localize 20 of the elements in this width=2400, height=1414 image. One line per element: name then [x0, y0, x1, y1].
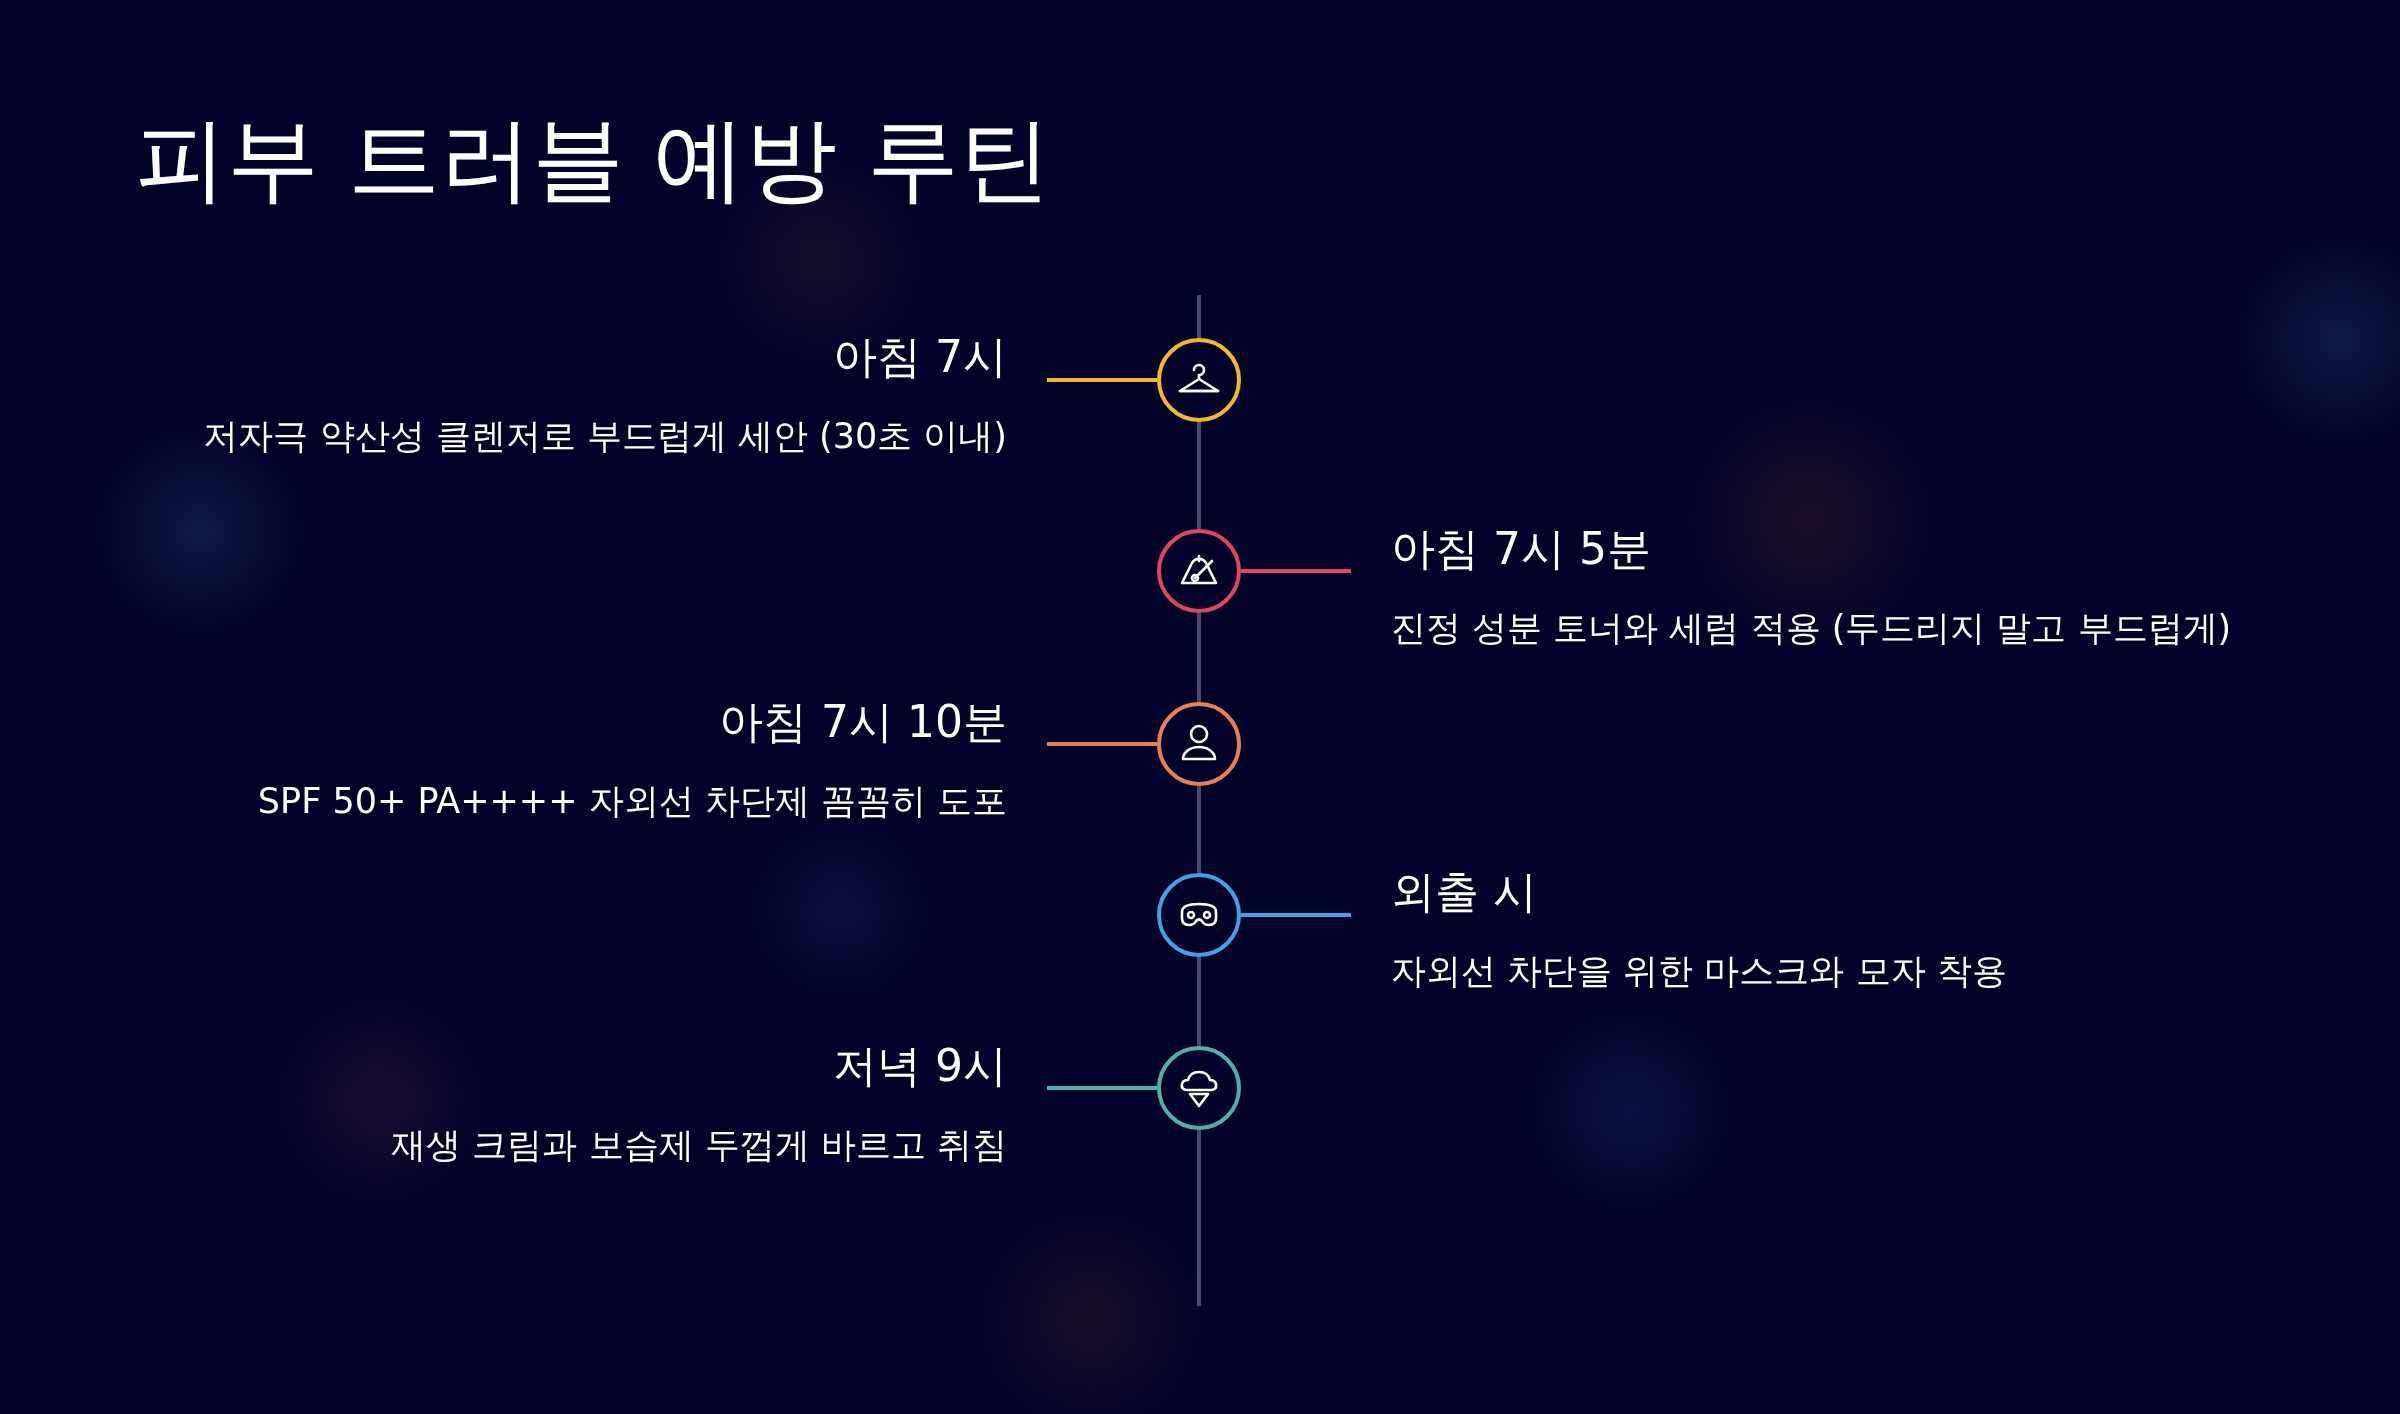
title: 피부 트러블 예방 루틴	[135, 105, 1051, 215]
connector-line	[1241, 569, 1351, 573]
timeline-line	[1197, 613, 1201, 702]
time-heading: 저녁 9시	[832, 1039, 1007, 1093]
time-heading: 외출 시	[1391, 865, 1538, 919]
time-heading: 아침 7시 5분	[1391, 522, 1652, 576]
step-description: 자외선 차단을 위한 마스크와 모자 착용	[1391, 950, 2007, 993]
timeline-line	[1197, 786, 1201, 873]
step-description: 진정 성분 토너와 세럼 적용 (두드리지 말고 부드럽게)	[1391, 607, 2232, 650]
step-description: SPF 50+ PA++++ 자외선 차단제 꼼꼼히 도포	[257, 780, 1007, 823]
step-description: 저자극 약산성 클렌저로 부드럽게 세안 (30초 이내)	[203, 415, 1007, 458]
timeline-line	[1197, 422, 1201, 529]
connector-line	[1047, 1086, 1157, 1090]
connector-line	[1241, 913, 1351, 917]
time-heading: 아침 7시 10분	[718, 695, 1007, 749]
connector-line	[1047, 378, 1157, 382]
connector-line	[1047, 742, 1157, 746]
timeline-line	[1197, 957, 1201, 1046]
step-description: 재생 크림과 보습제 두껍게 바르고 취침	[391, 1124, 1007, 1167]
time-heading: 아침 7시	[832, 330, 1007, 384]
